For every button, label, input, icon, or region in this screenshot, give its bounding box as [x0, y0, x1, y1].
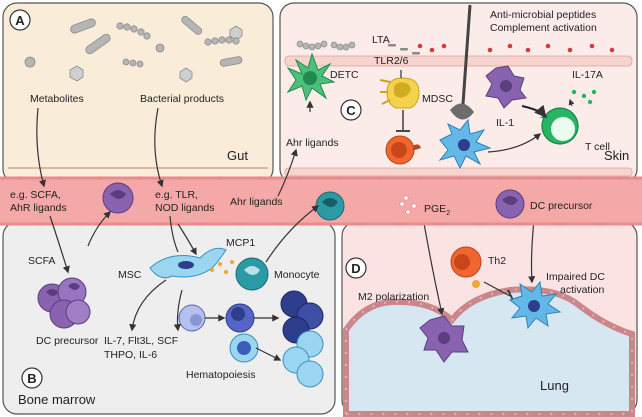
- gut-bacteria: [24, 16, 243, 83]
- cytokines-line1: IL-7, Flt3L, SCF: [104, 335, 178, 347]
- mcp1-label: MCP1: [226, 237, 255, 249]
- vessel-dc-precursor-left: [102, 182, 134, 214]
- tcell: [540, 107, 579, 145]
- alveoli: [343, 286, 635, 417]
- skin-epidermis: [284, 55, 633, 177]
- monocyte-label: Monocyte: [274, 269, 320, 281]
- mdsc-cell: [379, 77, 420, 109]
- panel-skin: LTA Anti-microbial peptides Complement a…: [279, 2, 638, 184]
- vessel-dc-precursor-label: DC precursor: [530, 200, 593, 212]
- scfa-ahr-line1: e.g. SCFA,: [10, 189, 61, 201]
- marrow-dc-precursor-label: DC precursor: [36, 335, 99, 347]
- il17a-dots: [571, 89, 597, 105]
- il1-label: IL-1: [496, 117, 514, 129]
- tlr26-label: TLR2/6: [374, 55, 409, 67]
- mcp1-dots: [210, 260, 234, 274]
- skin-purple-cell: [485, 65, 527, 109]
- il17a-label: IL-17A: [572, 69, 603, 81]
- cytokines-line2: THPO, IL-6: [104, 349, 157, 361]
- pge2-dots: [399, 195, 417, 215]
- m2-label: M2 polarization: [358, 291, 429, 303]
- impaired-line2: activation: [560, 284, 605, 296]
- metabolites-label: Metabolites: [30, 93, 84, 105]
- monocyte-cell: [235, 257, 269, 291]
- hematopoiesis-cells: [178, 290, 324, 388]
- panel-d-letter: D: [351, 261, 360, 276]
- pge2-label: PGE2: [424, 203, 450, 217]
- vessel-ahr-ligands-label: Ahr ligands: [230, 196, 283, 208]
- m2-macrophage: [419, 315, 469, 363]
- scfa-ahr-line2: AhR ligands: [10, 202, 67, 214]
- amp-label-line1: Anti-microbial peptides: [490, 9, 596, 21]
- detc-label: DETC: [330, 69, 359, 81]
- msc-label: MSC: [118, 269, 142, 281]
- amp-label-line2: Complement activation: [490, 22, 597, 34]
- panel-lung: Th2 Impaired DC activation M2 polarizati…: [341, 199, 638, 417]
- skin-orange-cell: [385, 135, 421, 165]
- panel-b-badge: [21, 367, 43, 389]
- tcell-label: T cell: [585, 141, 610, 153]
- th2-label: Th2: [488, 255, 506, 267]
- skin-ahr-ligands-label: Ahr ligands: [286, 137, 339, 149]
- mdsc-label: MDSC: [422, 93, 453, 105]
- panel-d-badge: [345, 257, 367, 279]
- lung-region-label: Lung: [540, 378, 569, 393]
- marrow-dc-precursor-cluster: [37, 277, 91, 329]
- panel-b-letter: B: [27, 371, 36, 386]
- lta-label: LTA: [372, 34, 390, 46]
- panel-a-badge: [9, 9, 31, 31]
- skin-bacteria: [296, 40, 356, 51]
- blood-vessel: e.g. SCFA, AhR ligands e.g. TLR, NOD lig…: [0, 176, 642, 226]
- vessel-dc-precursor-right: [495, 189, 525, 219]
- panel-marrow: SCFA DC precursor MSC MCP1 Monocyte: [2, 221, 336, 415]
- antimicrobial-dots: [417, 43, 615, 53]
- hair-follicle-bulb: [450, 103, 474, 120]
- vessel-monocyte: [315, 191, 345, 221]
- panel-gut: A Metabolites Bacterial products Gut: [2, 2, 274, 184]
- skin-region-label: Skin: [604, 148, 629, 163]
- marrow-region-label: Bone marrow: [18, 392, 96, 407]
- th2-cell: [450, 246, 482, 288]
- bacterial-products-label: Bacterial products: [140, 93, 224, 105]
- panel-c-badge: [340, 99, 362, 121]
- lung-dc-cell: [508, 280, 562, 330]
- detc-cell: [286, 52, 336, 102]
- impaired-line1: Impaired DC: [546, 271, 605, 283]
- vessel-endothelium: [19, 176, 621, 226]
- lta-fragments: [388, 44, 420, 55]
- msc-cell: [149, 247, 227, 279]
- gut-region-label: Gut: [227, 148, 248, 163]
- hematopoiesis-label: Hematopoiesis: [186, 369, 255, 381]
- tlr-nod-line2: NOD ligands: [155, 202, 215, 214]
- panel-c-letter: C: [346, 103, 356, 118]
- tlr-nod-line1: e.g. TLR,: [155, 189, 198, 201]
- flow-arrows: [36, 107, 320, 274]
- skin-dc-cell: [438, 118, 492, 170]
- marrow-scfa-label: SCFA: [28, 255, 55, 267]
- hair-shaft: [460, 4, 472, 119]
- panel-a-letter: A: [15, 13, 25, 28]
